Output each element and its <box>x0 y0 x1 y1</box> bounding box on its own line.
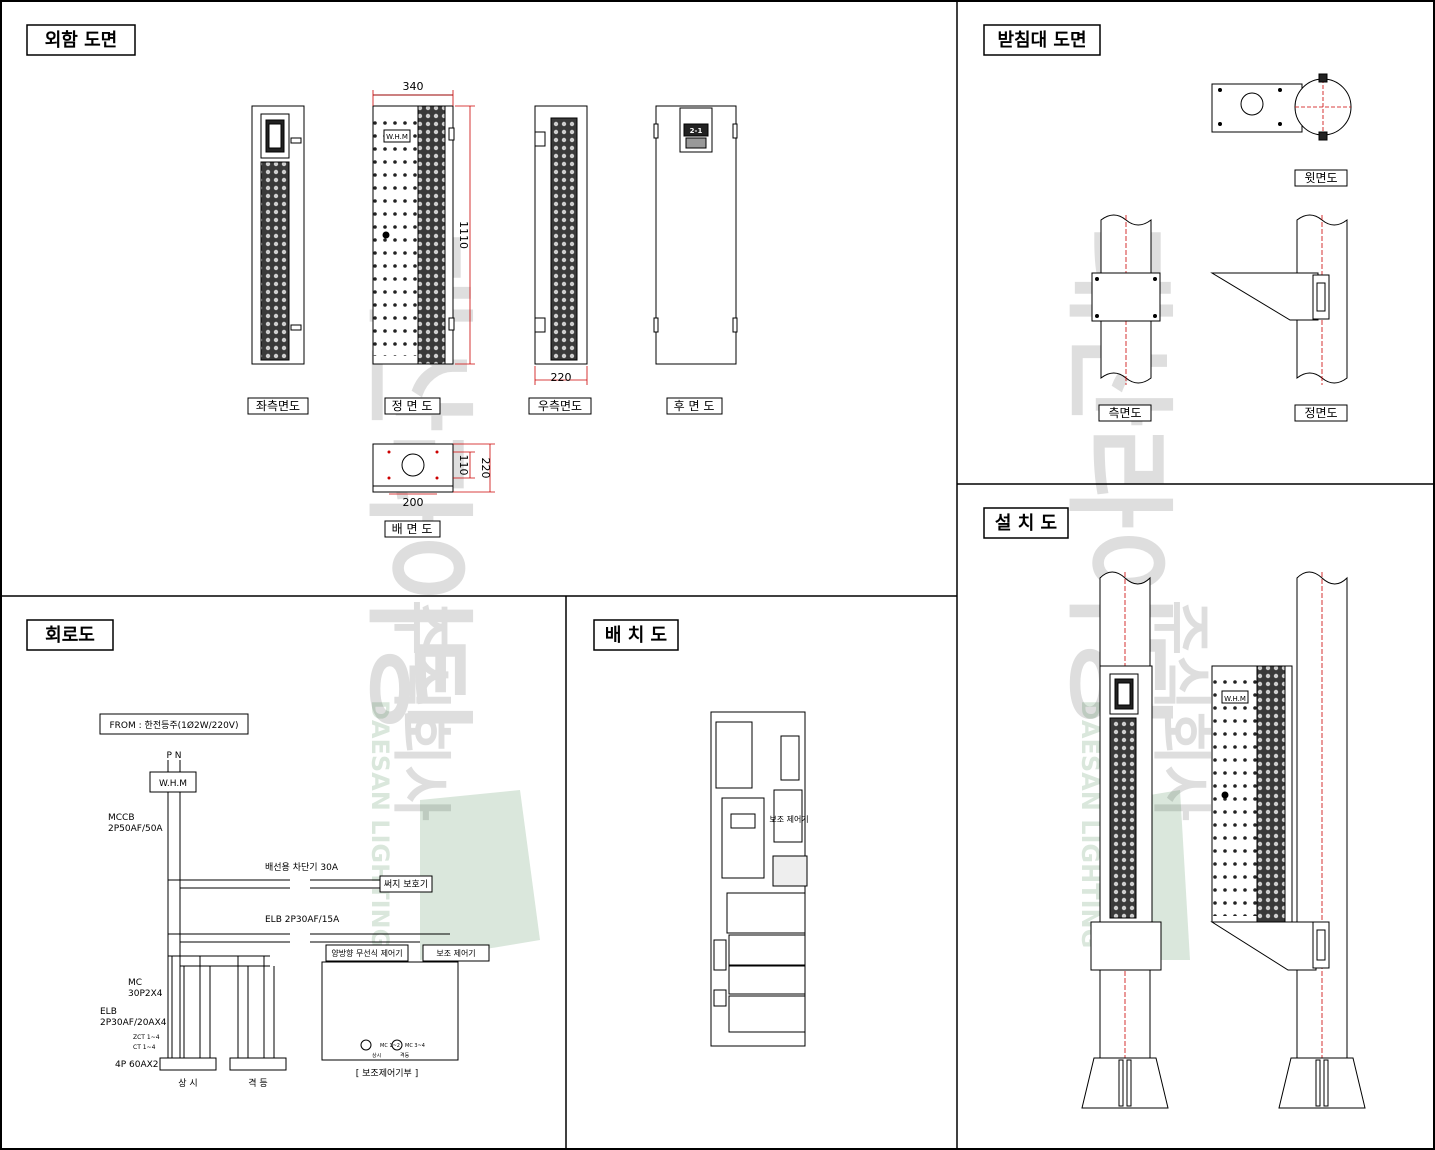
title-layout: 배 치 도 <box>605 625 667 646</box>
dim-height: 1110 <box>457 221 470 249</box>
watermark-brand-2: DAESAN LIGHTING <box>1076 700 1104 948</box>
circuit-ct: CT 1~4 <box>133 1044 156 1051</box>
front-whm-label: W.H.M <box>386 133 408 141</box>
caption-stand-front: 정면도 <box>1304 406 1337 420</box>
circuit-diagram <box>99 713 490 1071</box>
watermark-corp: 주식회사 <box>385 600 455 821</box>
rear-plate-label: 2-1 <box>690 127 703 135</box>
caption-bottom-view: 배 면 도 <box>392 522 433 536</box>
dim-bottom-h1: 110 <box>457 455 470 476</box>
right-side-view <box>534 105 588 385</box>
circuit-term: 4P 60AX2 <box>115 1060 159 1070</box>
layout-aux-label: 보조 제어기 <box>769 814 808 824</box>
circuit-mc12: MC 1~2 <box>380 1043 400 1049</box>
circuit-elb: ELB <box>100 1007 117 1017</box>
left-side-view <box>251 105 305 365</box>
stand-drawings <box>1091 73 1352 385</box>
layout-diagram <box>710 711 808 1047</box>
dim-width-front: 340 <box>403 80 424 93</box>
caption-left-view: 좌측면도 <box>256 399 300 413</box>
circuit-alt: 격 등 <box>248 1077 267 1089</box>
caption-stand-top: 윗면도 <box>1304 170 1337 185</box>
circuit-always: 상 시 <box>178 1078 197 1089</box>
caption-front-view: 정 면 도 <box>392 399 433 413</box>
circuit-elb-rating: 2P30AF/20AX4 <box>100 1018 167 1028</box>
enclosure-drawings <box>251 90 738 495</box>
title-enclosure: 외함 도면 <box>45 29 118 51</box>
watermark-brand: DAESAN LIGHTING <box>366 700 394 948</box>
circuit-zct: ZCT 1~4 <box>133 1034 160 1041</box>
circuit-mc34: MC 3~4 <box>405 1043 425 1049</box>
circuit-surge-breaker: 배선용 차단기 30A <box>265 861 339 873</box>
title-install: 설 치 도 <box>995 513 1057 534</box>
dim-bottom-h2: 220 <box>479 458 492 479</box>
circuit-s2: 격등 <box>400 1052 410 1059</box>
circuit-aux-ctrl: 보조 제어기 <box>436 948 475 958</box>
install-whm-label: W.H.M <box>1224 695 1246 703</box>
title-stand: 받침대 도면 <box>997 30 1086 51</box>
bottom-view <box>372 443 495 495</box>
circuit-mc-rating: 30P2X4 <box>128 989 163 999</box>
install-drawings <box>1081 571 1366 1109</box>
circuit-mccb-rating: 2P50AF/50A <box>108 824 163 834</box>
circuit-pn: P N <box>166 751 181 761</box>
rear-view <box>653 105 738 365</box>
circuit-from: FROM : 한전등주(1Ø2W/220V) <box>110 720 239 731</box>
title-circuit: 회로도 <box>45 625 95 646</box>
caption-rear-view: 후 면 도 <box>674 399 715 413</box>
caption-right-view: 우측면도 <box>538 399 582 413</box>
circuit-aux-part: [ 보조제어기부 ] <box>356 1068 418 1079</box>
front-view <box>372 90 475 365</box>
circuit-mccb: MCCB <box>108 813 135 823</box>
circuit-whm: W.H.M <box>159 779 187 789</box>
dim-bottom-width: 200 <box>403 496 424 509</box>
dim-depth-right: 220 <box>551 371 572 384</box>
circuit-surge: 써지 보호기 <box>384 879 428 890</box>
circuit-elb-main: ELB 2P30AF/15A <box>265 915 340 925</box>
circuit-wireless: 양방향 무선식 제어기 <box>331 948 402 958</box>
circuit-s1: 상시 <box>372 1052 381 1059</box>
watermark-corp-2: 주식회사 <box>1145 600 1215 821</box>
caption-stand-side: 측면도 <box>1108 406 1141 420</box>
circuit-mc: MC <box>128 978 142 988</box>
